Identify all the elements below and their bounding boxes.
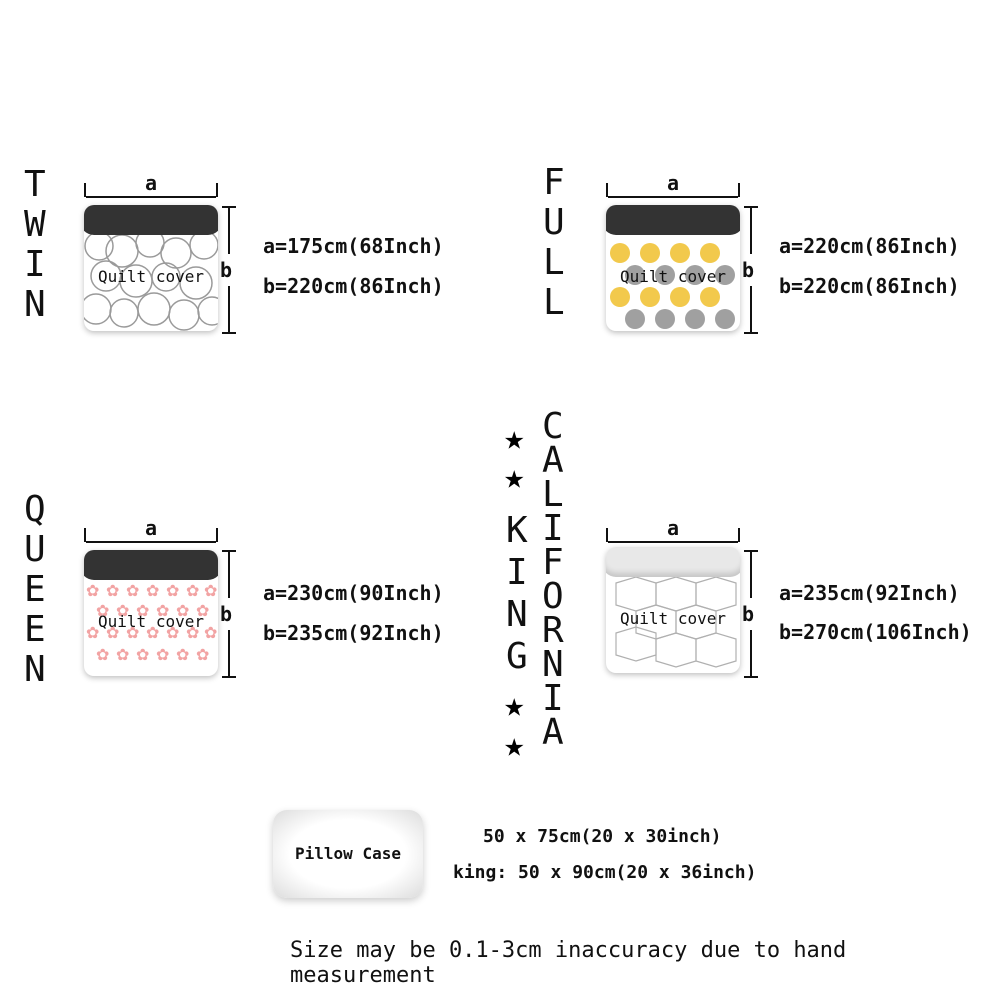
queen-dimension-a: a	[84, 516, 218, 543]
svg-text:✿: ✿	[176, 645, 189, 664]
twin-dimension-a: a	[84, 171, 218, 198]
star-icon: ★	[504, 457, 525, 497]
svg-text:✿: ✿	[106, 581, 119, 600]
svg-text:✿: ✿	[176, 601, 189, 620]
pillow-case-label: Pillow Case	[295, 844, 401, 863]
california-king-dimension-b: b	[742, 550, 758, 678]
queen-spec-a: a=230cm(90Inch)	[263, 581, 444, 605]
full-dimension-a: a	[606, 171, 740, 198]
svg-text:✿: ✿	[86, 581, 99, 600]
full-spec-a: a=220cm(86Inch)	[779, 234, 960, 258]
hexagon-line-pattern	[615, 576, 737, 668]
california-king-quilt-band	[606, 547, 740, 577]
svg-text:✿: ✿	[116, 645, 129, 664]
svg-text:✿: ✿	[186, 623, 199, 642]
svg-text:✿: ✿	[126, 623, 139, 642]
pink-star-pattern: ✿✿✿✿✿✿✿ ✿✿✿✿✿✿ ✿✿✿✿✿✿✿ ✿✿✿✿✿✿	[86, 581, 217, 664]
twin-dimension-b: b	[220, 206, 236, 334]
svg-text:✿: ✿	[166, 581, 179, 600]
twin-spec-a: a=175cm(68Inch)	[263, 234, 444, 258]
measurement-disclaimer: Size may be 0.1-3cm inaccuracy due to ha…	[290, 938, 847, 988]
california-king-dimension-a: a	[606, 516, 740, 543]
queen-dimension-b: b	[220, 550, 236, 678]
twin-quilt-image: Quilt cover	[84, 205, 218, 331]
svg-text:✿: ✿	[126, 581, 139, 600]
twin-title: T W I N	[24, 164, 46, 325]
pillow-case-image: Pillow Case	[273, 810, 423, 898]
full-quilt-image: Quilt cover	[606, 205, 740, 331]
svg-text:✿: ✿	[196, 601, 209, 620]
king-title: K I N G	[506, 510, 528, 677]
pillow-size-king: king: 50 x 90cm(20 x 36inch)	[453, 862, 757, 883]
svg-text:✿: ✿	[156, 645, 169, 664]
california-king-spec-a: a=235cm(92Inch)	[779, 581, 960, 605]
queen-title: Q U E E N	[24, 489, 46, 690]
queen-quilt-label: Quilt cover	[98, 612, 204, 631]
circle-pattern	[84, 231, 218, 331]
california-king-quilt-label: Quilt cover	[620, 609, 726, 628]
svg-text:✿: ✿	[116, 601, 129, 620]
star-icon: ★	[504, 418, 525, 458]
full-dimension-b: b	[742, 206, 758, 334]
svg-text:✿: ✿	[204, 581, 217, 600]
california-title: C A L I F O R N I A	[542, 406, 564, 753]
full-title: F U L L	[543, 162, 565, 323]
queen-spec-b: b=235cm(92Inch)	[263, 621, 444, 645]
california-king-spec-b: b=270cm(106Inch)	[779, 620, 972, 644]
dot-pattern	[610, 243, 735, 329]
svg-text:✿: ✿	[146, 623, 159, 642]
svg-text:✿: ✿	[136, 601, 149, 620]
california-king-quilt-image: Quilt cover	[606, 547, 740, 673]
svg-text:✿: ✿	[196, 645, 209, 664]
svg-text:✿: ✿	[96, 601, 109, 620]
pillow-size-standard: 50 x 75cm(20 x 30inch)	[483, 826, 722, 847]
svg-text:✿: ✿	[156, 601, 169, 620]
twin-quilt-band	[84, 205, 218, 235]
svg-text:✿: ✿	[86, 623, 99, 642]
full-quilt-band	[606, 205, 740, 235]
twin-quilt-label: Quilt cover	[98, 267, 204, 286]
star-icon: ★	[504, 725, 525, 765]
svg-text:✿: ✿	[96, 645, 109, 664]
svg-text:✿: ✿	[106, 623, 119, 642]
svg-text:✿: ✿	[136, 645, 149, 664]
svg-text:✿: ✿	[204, 623, 217, 642]
svg-text:✿: ✿	[166, 623, 179, 642]
queen-quilt-image: ✿✿✿✿✿✿✿ ✿✿✿✿✿✿ ✿✿✿✿✿✿✿ ✿✿✿✿✿✿ Quilt cove…	[84, 550, 218, 676]
queen-quilt-band	[84, 550, 218, 580]
full-quilt-label: Quilt cover	[620, 267, 726, 286]
full-spec-b: b=220cm(86Inch)	[779, 274, 960, 298]
svg-text:✿: ✿	[146, 581, 159, 600]
twin-spec-b: b=220cm(86Inch)	[263, 274, 444, 298]
star-icon: ★	[504, 685, 525, 725]
svg-text:✿: ✿	[186, 581, 199, 600]
